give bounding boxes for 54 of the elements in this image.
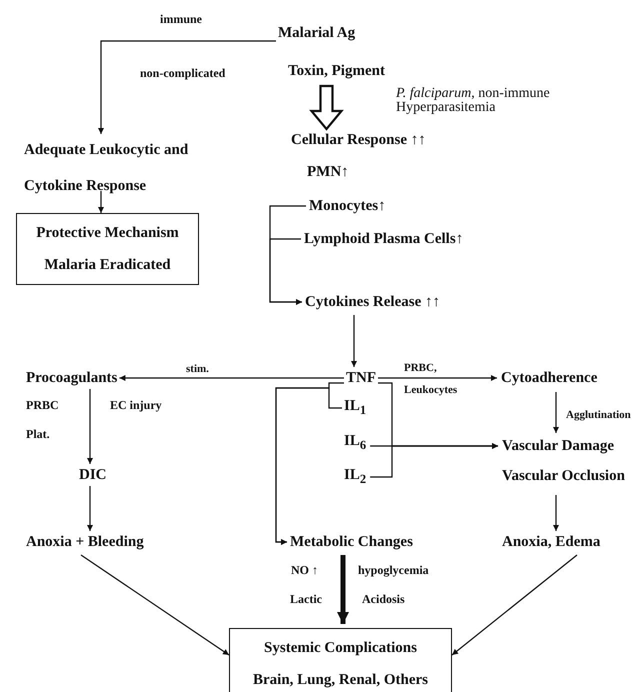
outcome-box [229,628,452,692]
arrow [87,486,93,531]
arrow [98,191,104,213]
node-label: PMN↑ [307,163,349,181]
box-text: Protective Mechanism [35,224,180,242]
box-text: Systemic Complications [263,639,418,657]
node-label: Monocytes↑ [309,197,386,215]
node-label: Vascular Damage [502,437,614,455]
annotation-text: PRBC [26,398,59,412]
node-label: IL$_{1}$ [344,397,366,419]
arrow [553,495,559,531]
arrow [119,375,344,381]
annotation-text: EC injury [110,398,162,412]
hollow-arrow [309,84,344,131]
arrow [98,40,276,134]
node-label: Metabolic Changes [290,533,413,551]
arrow [351,315,357,367]
node-label: Anoxia, Edema [502,533,600,551]
node-label: Toxin, Pigment [288,62,385,80]
edge-label: stim. [186,362,209,376]
node-label: Malarial Ag [278,24,356,42]
node-label: Cytokines Release ↑↑ [305,293,440,311]
arrow [87,389,93,464]
annotation-text: hypoglycemia [358,563,429,577]
edge-label: PRBC, Leukocytes [404,361,458,398]
annotation-text: non-complicated [140,66,226,80]
arrow [553,392,559,433]
arrow [378,375,497,381]
annotation-text: NO ↑ [291,563,318,577]
arrow [80,554,230,656]
node-label: TNF [346,369,376,387]
arrow [269,238,302,305]
node-label: Cytoadherence [501,369,598,387]
edge-label: Agglutination [566,408,631,422]
node-label: Lymphoid Plasma Cells↑ [304,230,464,248]
arrow [452,554,578,656]
node-label: Adequate Leukocytic and Cytokine Response [24,132,204,204]
annotation-text: Plat. [26,427,50,441]
node-label: Anoxia + Bleeding [26,533,144,551]
node-label: Procoagulants [26,369,118,387]
node-label: Cellular Response ↑↑ [291,131,426,149]
node-label: IL$_{6}$ [344,432,366,454]
arrow [337,555,349,624]
node-label: IL$_{2}$ [344,466,366,488]
node-label: Vascular Occlusion [502,467,625,485]
annotation-text: Acidosis [362,592,405,606]
box-text: Brain, Lung, Renal, Others [252,671,430,689]
annotation-text: immune [160,12,202,26]
annotation-text: P. falciparum, non-immune Hyperparasitemia [396,87,551,115]
annotation-text: Lactic [290,592,322,606]
outcome-box [16,213,199,285]
arrow [370,443,498,478]
box-text: Malaria Eradicated [43,256,172,274]
node-label: DIC [79,466,107,484]
